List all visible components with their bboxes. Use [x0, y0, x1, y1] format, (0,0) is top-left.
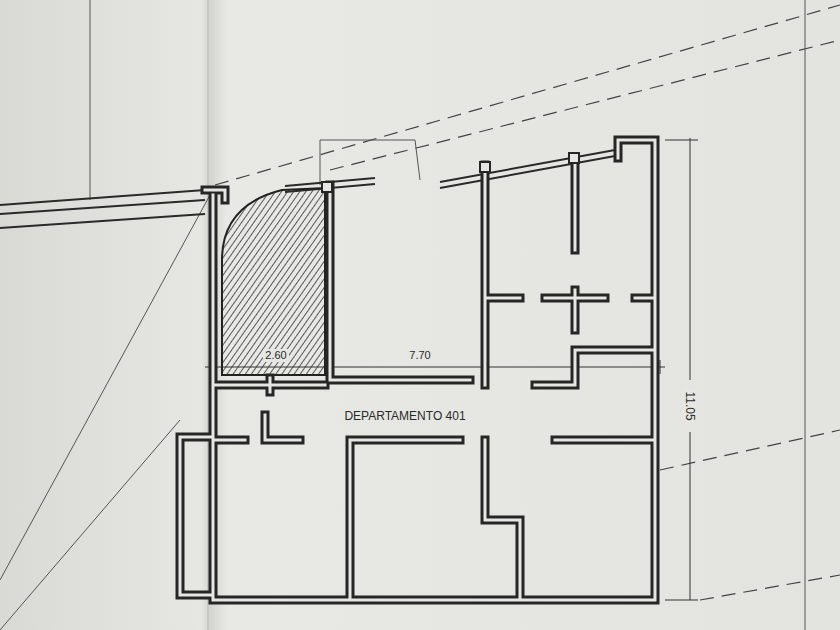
dimension-label: 7.70	[407, 349, 432, 362]
room-label: DEPARTAMENTO 401	[342, 409, 467, 423]
dimension-label: 11.05	[683, 389, 697, 422]
dimension-label: 2.60	[263, 349, 288, 362]
